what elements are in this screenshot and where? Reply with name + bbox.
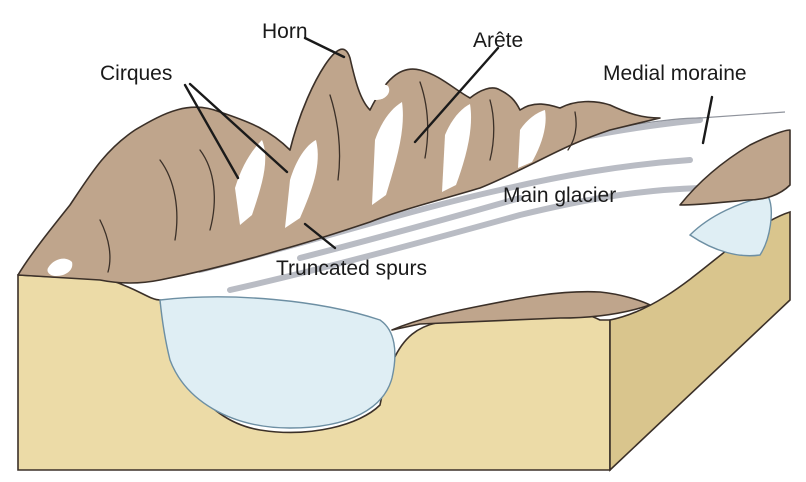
label-arete: Arête [473,29,523,52]
label-cirques: Cirques [100,62,172,85]
label-main-glacier: Main glacier [503,184,616,207]
label-horn: Horn [262,20,308,43]
label-medial-moraine: Medial moraine [603,62,747,85]
label-truncated-spurs: Truncated spurs [276,257,427,280]
horn-leader-line [305,38,344,57]
